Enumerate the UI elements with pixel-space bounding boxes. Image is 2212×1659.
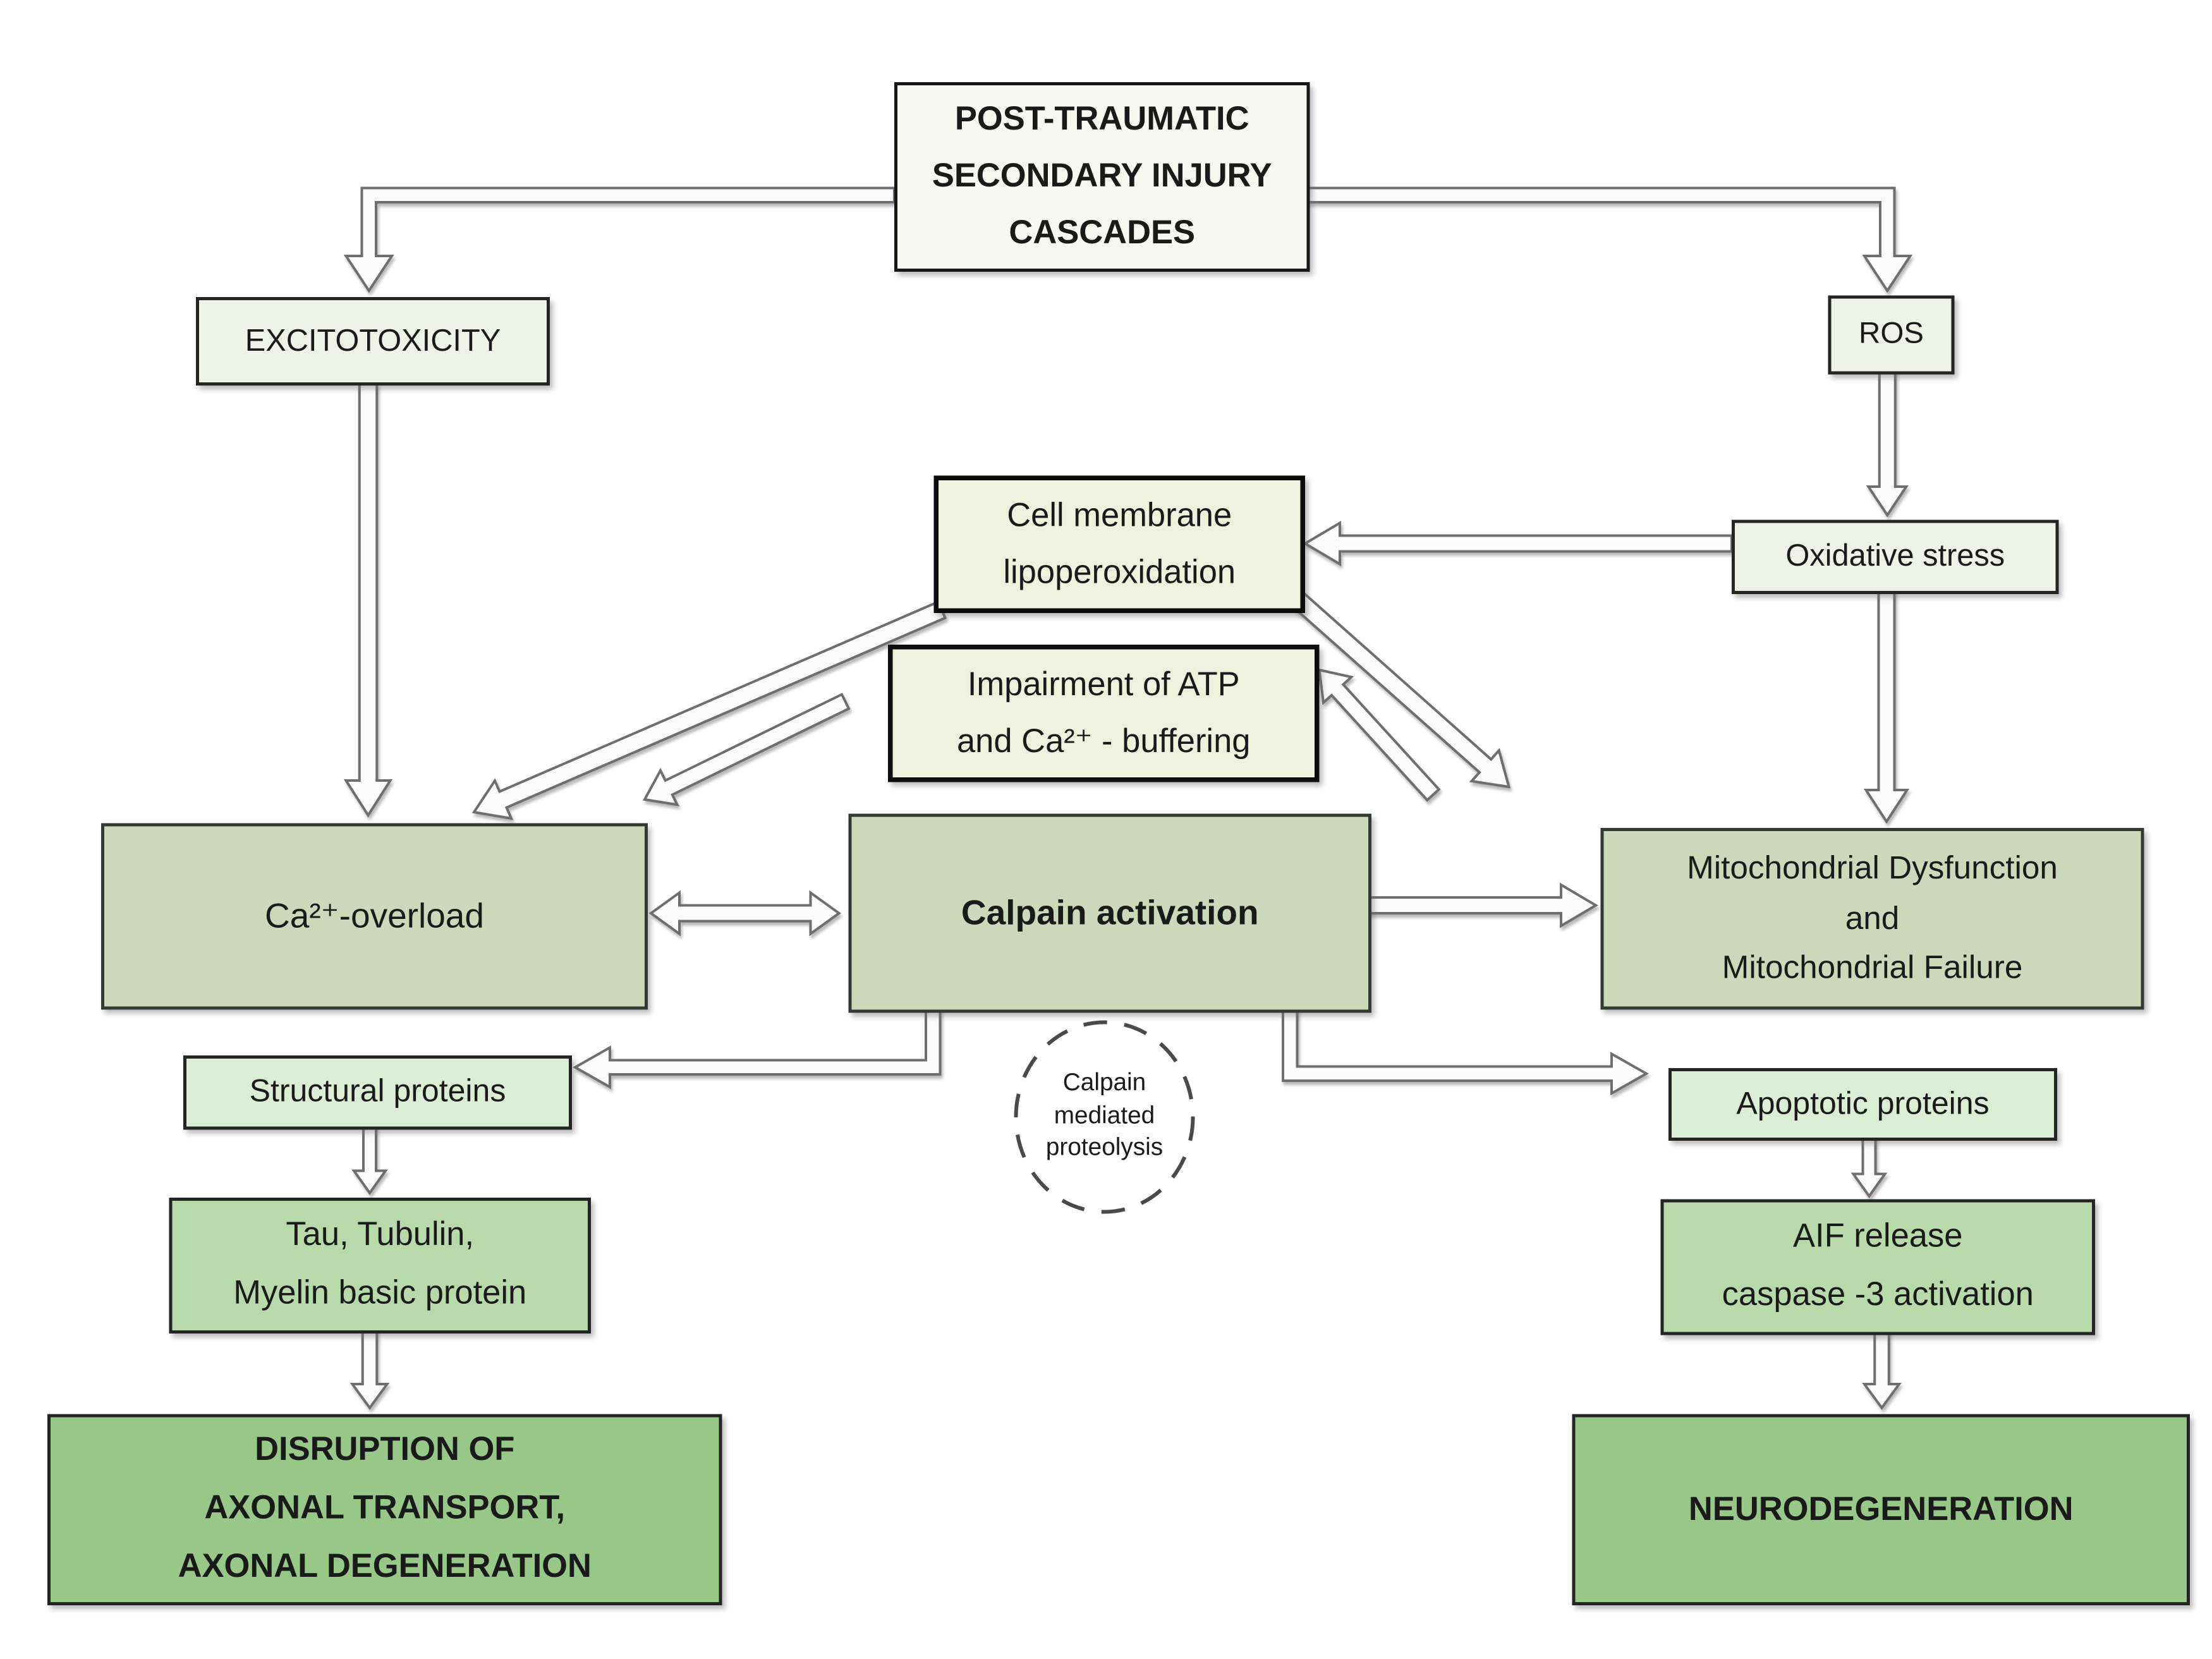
node-structural-proteins: Structural proteins xyxy=(183,1055,572,1130)
arrow-excitotoxicity-to-ca-overload xyxy=(343,382,393,818)
node-calpain-activation: Calpain activation xyxy=(848,813,1371,1013)
node-atp-impairment: Impairment of ATP and Ca²⁺ - buffering xyxy=(888,645,1320,782)
arrow-oxidative-stress-to-cell-membrane xyxy=(1303,520,1733,567)
arrow-calpain-to-structural-proteins xyxy=(572,1005,942,1090)
node-excitotoxicity: EXCITOTOXICITY xyxy=(196,297,550,386)
title-line: CASCADES xyxy=(1009,214,1196,252)
arrow-oxidative-stress-to-mitochondrial xyxy=(1863,590,1910,824)
arrow-ros-to-oxidative-stress xyxy=(1866,368,1909,518)
title-line: SECONDARY INJURY xyxy=(932,158,1272,195)
arrow-atp-impairment-to-ca-overload xyxy=(642,693,851,806)
node-ros: ROS xyxy=(1828,295,1955,375)
arrow-tau-to-disruption xyxy=(349,1327,390,1410)
arrow-calpain-to-apoptotic-proteins xyxy=(1282,1005,1650,1096)
arrow-mitochondrial-to-atp-impairment xyxy=(1318,668,1441,802)
node-cell-membrane-lipoperoxidation: Cell membrane lipoperoxidation xyxy=(933,475,1305,613)
arrow-apoptotic-to-aif xyxy=(1850,1134,1888,1198)
calpain-proteolysis-dashed-circle xyxy=(1014,1020,1195,1214)
arrow-ca-overload-calpain-bidirectional xyxy=(648,890,841,937)
node-apoptotic-proteins: Apoptotic proteins xyxy=(1668,1068,2057,1141)
node-neurodegeneration: NEURODEGENERATION xyxy=(1572,1414,2190,1605)
node-ca-overload: Ca²⁺-overload xyxy=(101,823,648,1010)
node-post-traumatic-title: POST-TRAUMATIC SECONDARY INJURY CASCADES xyxy=(894,82,1310,272)
node-aif-release-caspase3: AIF release caspase -3 activation xyxy=(1660,1199,2095,1335)
arrow-title-to-excitotoxicity xyxy=(343,186,896,293)
node-calpain-mediated-proteolysis: Calpain mediated proteolysis xyxy=(1045,1069,1164,1162)
arrow-calpain-to-mitochondrial xyxy=(1364,882,1598,928)
arrow-cell-membrane-to-ca-overload xyxy=(471,600,947,820)
arrow-aif-to-neurodegeneration xyxy=(1862,1329,1902,1410)
node-oxidative-stress: Oxidative stress xyxy=(1732,520,2059,594)
arrow-title-to-ros xyxy=(1302,186,1913,293)
title-line: POST-TRAUMATIC xyxy=(954,102,1249,138)
arrow-structural-to-tau xyxy=(351,1124,388,1195)
node-tau-tubulin-myelin: Tau, Tubulin, Myelin basic protein xyxy=(169,1198,591,1334)
node-disruption-axonal: DISRUPTION OF AXONAL TRANSPORT, AXONAL D… xyxy=(47,1414,722,1605)
node-mitochondrial-dysfunction: Mitochondrial Dysfunction and Mitochondr… xyxy=(1600,828,2144,1010)
